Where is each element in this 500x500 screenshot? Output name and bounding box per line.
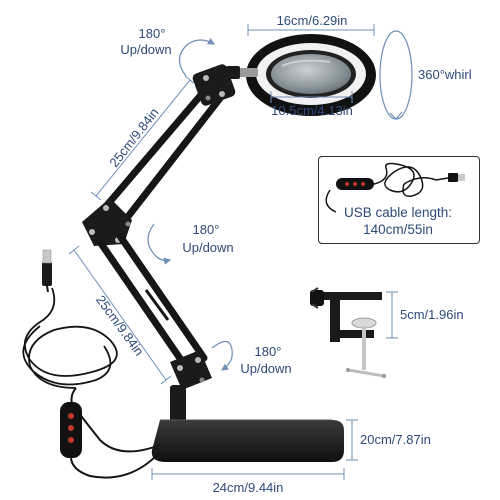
dim-arm-lower [73,249,167,381]
lens-glass [271,54,351,94]
rotate-low-direction: Up/down [240,361,292,376]
base-depth: 20cm/7.87in [360,432,431,447]
rotate-low-angle: 180° [254,344,282,359]
base-width: 24cm/9.44in [212,480,284,495]
rotation-arrows [147,30,413,371]
head-joint [236,68,258,77]
magnifier-head [226,34,376,116]
dim-arm-upper-ticks [90,75,196,201]
arrow-mid-rotate [147,223,172,265]
arrow-low-rotate [211,340,233,371]
dimension-lines [68,24,398,480]
lens-highlight [281,59,331,67]
lens-outer-size: 16cm/6.29in [276,13,348,28]
dim-lens-inner-ticks [270,91,353,103]
whirl-label: 360°whirl [418,67,472,82]
usb-cable-length: 140cm/55in [363,222,433,237]
dim-base-width-ticks [151,468,345,480]
power-cord [22,249,161,479]
upper-arm [92,64,236,236]
desk-clamp [310,287,386,378]
dim-clamp-ticks [386,291,398,339]
usb-cable-inset [325,162,465,213]
desk-base [151,385,344,462]
whirl-arrow-tip [389,111,403,120]
rotate-top-angle: 180° [138,26,166,41]
arrow-top-rotate [178,37,216,77]
lower-arm [96,232,212,390]
dim-base-depth-ticks [346,419,358,461]
whirl-ellipse [379,30,413,120]
usb-cable-inset-frame [318,156,480,244]
usb-cable-label: USB cable length: [343,205,453,220]
rotate-mid-direction: Up/down [182,240,234,255]
rotate-mid-angle: 180° [192,222,220,237]
dim-arm-lower-ticks [68,245,172,385]
rotate-top-direction: Up/down [120,42,172,57]
usb-plug [42,262,52,286]
lens-inner-size: 10.5cm/4.13in [271,103,353,118]
dim-lens-outer-ticks [247,24,375,36]
dim-arm-upper [95,79,191,197]
clamp-size: 5cm/1.96in [400,307,464,322]
